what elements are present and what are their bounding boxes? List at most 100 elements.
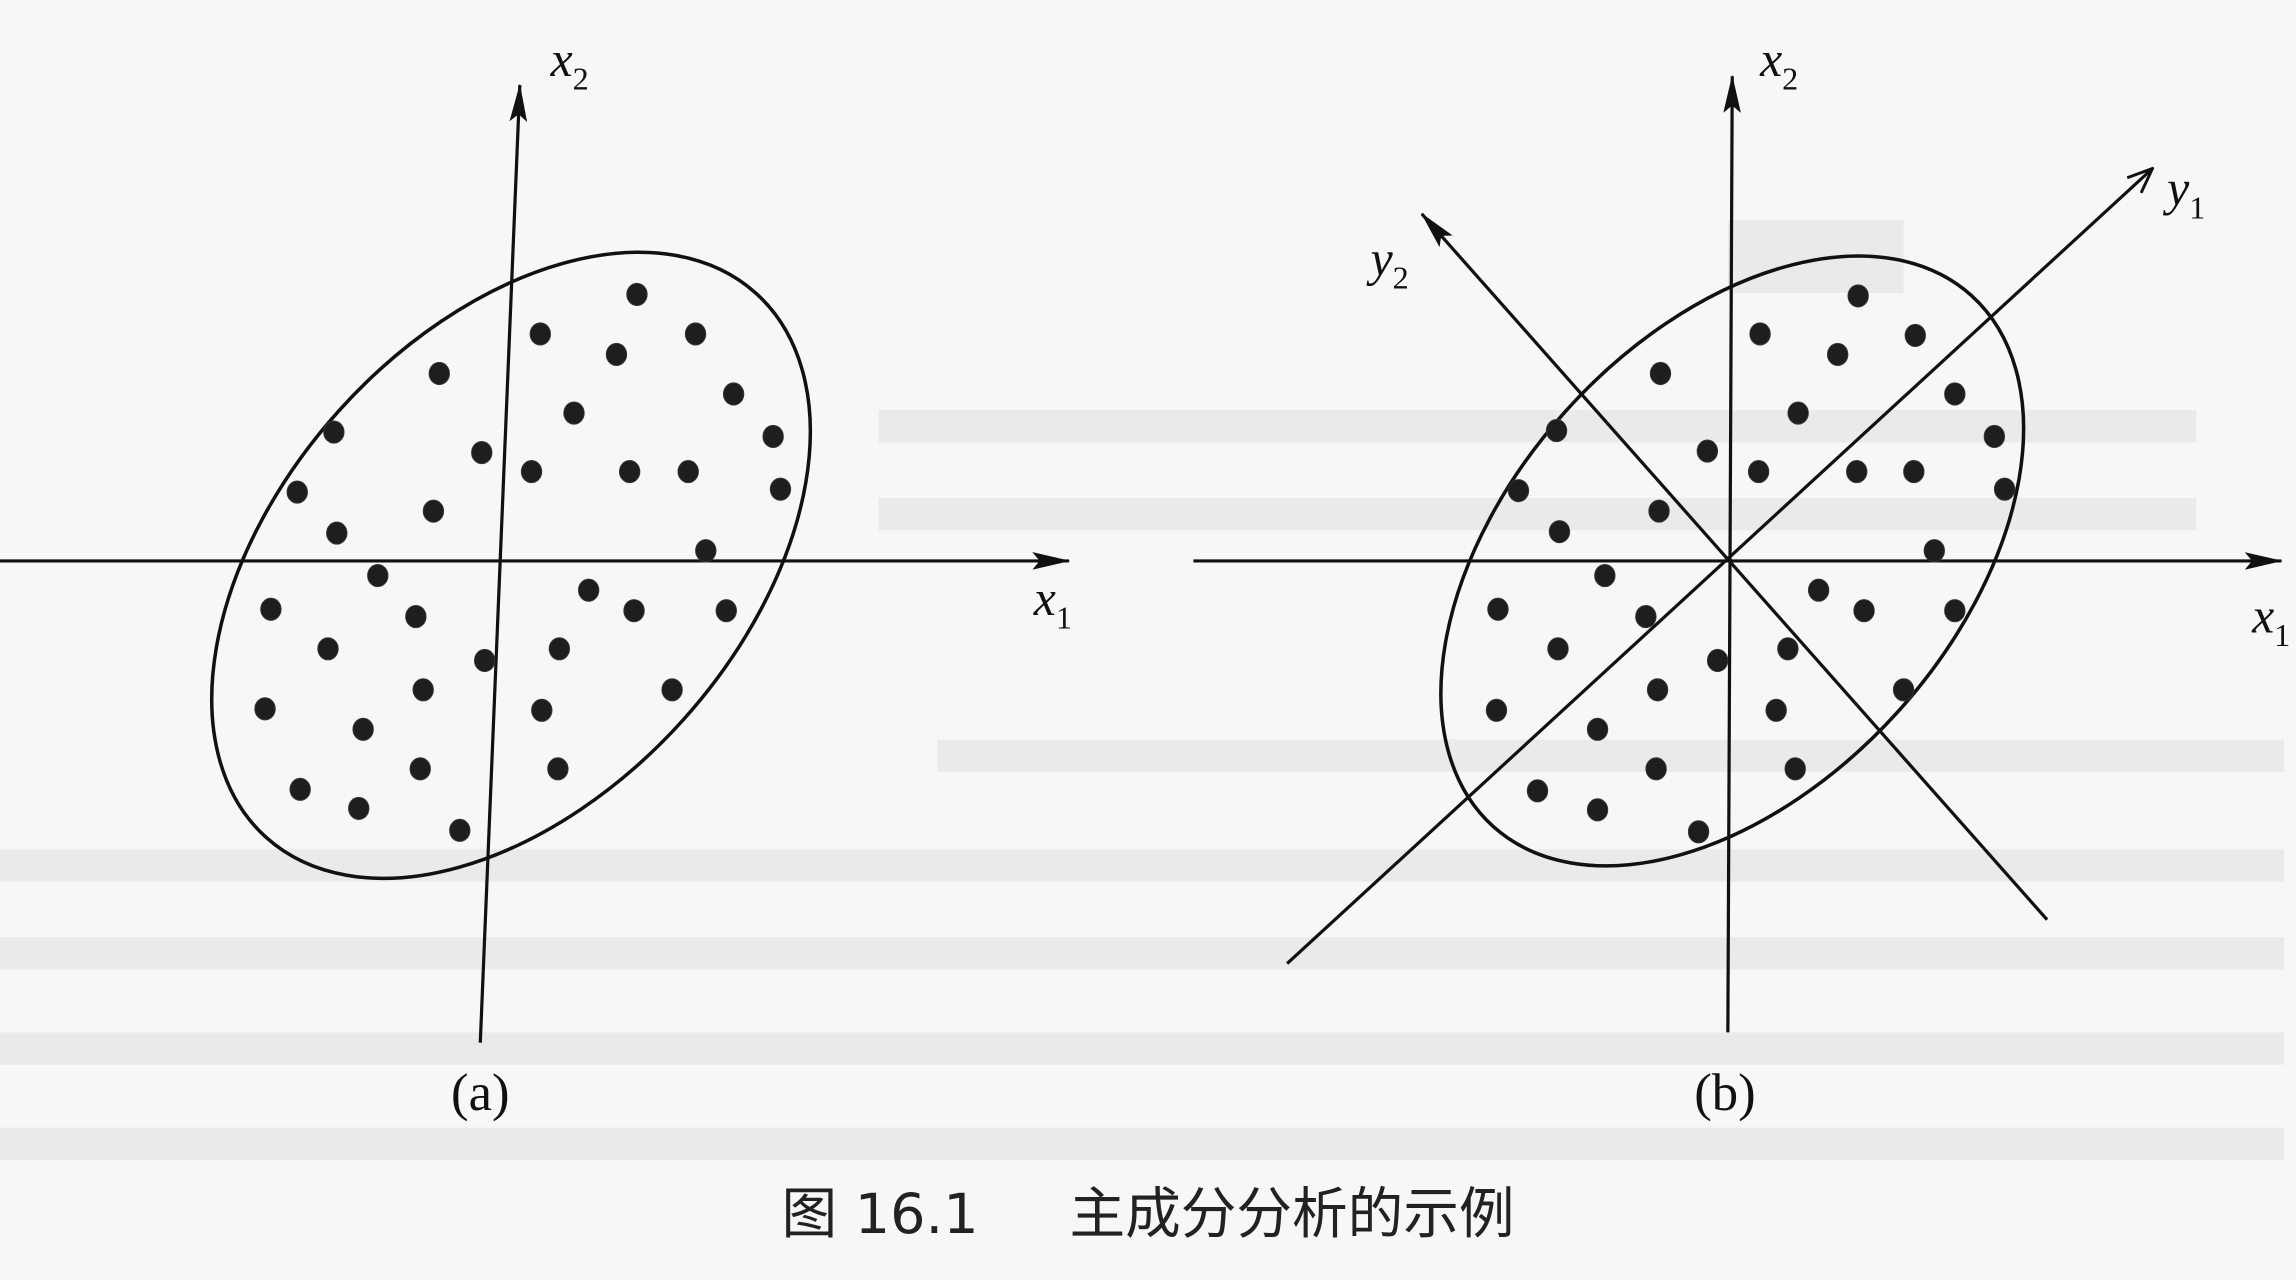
- data-point: [1944, 599, 1966, 623]
- data-point: [1846, 460, 1868, 484]
- data-point: [352, 717, 374, 741]
- data-point: [449, 818, 471, 842]
- data-point: [1526, 779, 1549, 803]
- data-point: [661, 678, 683, 702]
- data-point: [531, 698, 553, 722]
- data-point: [1687, 820, 1710, 844]
- show-through-text: [0, 219, 2285, 1160]
- data-point: [1635, 605, 1657, 629]
- data-point: [1696, 439, 1719, 463]
- data-point: [409, 757, 431, 781]
- data-point: [1903, 460, 1925, 484]
- axis-label-x1: x1: [1033, 571, 1072, 635]
- axis-label-subscript: 1: [1056, 599, 1072, 635]
- data-point: [1784, 757, 1806, 781]
- data-point: [422, 499, 445, 523]
- data-point: [695, 539, 717, 563]
- data-point: [412, 678, 434, 702]
- axis-label-name: x: [1033, 571, 1056, 626]
- data-point: [1847, 284, 1869, 308]
- data-point: [471, 441, 493, 465]
- figure-caption: 图 16.1 主成分分析的示例: [781, 1182, 1514, 1247]
- data-point: [577, 578, 600, 602]
- data-point: [473, 648, 496, 673]
- data-point: [1853, 599, 1875, 623]
- data-point: [1548, 520, 1571, 544]
- axis-x2: [478, 83, 528, 1043]
- data-point: [1892, 678, 1915, 702]
- data-point: [1645, 757, 1667, 781]
- data-point: [769, 477, 792, 501]
- data-point: [1485, 698, 1508, 722]
- data-point: [286, 480, 308, 504]
- data-point: [1646, 678, 1669, 702]
- axis-label-subscript: 2: [1393, 260, 1409, 296]
- data-point: [1904, 323, 1926, 347]
- data-point: [317, 637, 339, 661]
- data-point: [605, 342, 628, 367]
- data-point: [529, 322, 552, 346]
- axis-label-name: x: [1759, 32, 1782, 87]
- data-point: [1777, 637, 1799, 661]
- data-point: [684, 322, 707, 346]
- data-point: [428, 361, 450, 386]
- data-point: [1545, 419, 1568, 443]
- data-point: [1749, 322, 1771, 346]
- data-point: [1706, 648, 1729, 673]
- axis-label-subscript: 2: [573, 60, 589, 96]
- data-point: [1594, 564, 1616, 588]
- panel-label-a: (a): [451, 1064, 510, 1122]
- data-point: [626, 282, 648, 306]
- data-point: [1787, 401, 1809, 425]
- data-point: [618, 460, 641, 484]
- axis-x2: [1723, 74, 1741, 1033]
- data-point: [1747, 460, 1770, 484]
- data-point: [1649, 361, 1672, 386]
- data-point: [1765, 698, 1787, 722]
- data-point: [254, 697, 276, 721]
- data-point: [623, 599, 645, 623]
- axis-y1: [1286, 169, 2152, 965]
- data-boundary-ellipse: [1439, 254, 2026, 868]
- data-point: [1547, 637, 1569, 661]
- axis-label-x1: x1: [2251, 589, 2290, 653]
- caption-title: 主成分分析的示例: [1070, 1182, 1515, 1247]
- data-point: [547, 757, 569, 781]
- data-point: [563, 401, 585, 425]
- data-point: [1983, 424, 2006, 449]
- data-point: [1586, 717, 1609, 741]
- data-point: [762, 424, 784, 449]
- axis-y2: [1420, 212, 2049, 921]
- data-point: [1826, 342, 1849, 367]
- data-point: [367, 564, 389, 588]
- axis-label-name: y: [2162, 161, 2190, 216]
- data-point: [289, 777, 311, 801]
- axis-label-name: x: [2251, 589, 2274, 644]
- panel-label-b: (b): [1694, 1064, 1755, 1122]
- data-point: [1807, 578, 1830, 602]
- data-point: [348, 796, 370, 820]
- axis-label-subscript: 1: [2274, 617, 2290, 653]
- data-point: [677, 460, 699, 484]
- data-point: [722, 382, 745, 406]
- axis-label-y2: y2: [1366, 231, 1409, 295]
- data-point: [260, 597, 282, 621]
- axis-label-name: x: [550, 32, 573, 87]
- data-point: [323, 420, 345, 444]
- data-point: [1993, 477, 2016, 501]
- data-point: [1507, 479, 1530, 503]
- axis-label-subscript: 2: [1782, 60, 1798, 96]
- data-point: [405, 605, 427, 629]
- data-point: [1487, 597, 1509, 621]
- axis-label-y1: y1: [2162, 161, 2205, 225]
- data-point: [548, 637, 571, 661]
- axis-label-subscript: 1: [2189, 189, 2205, 225]
- data-point: [1586, 798, 1609, 822]
- data-point: [715, 599, 737, 623]
- data-point: [1923, 539, 1946, 563]
- data-point: [1648, 499, 1670, 523]
